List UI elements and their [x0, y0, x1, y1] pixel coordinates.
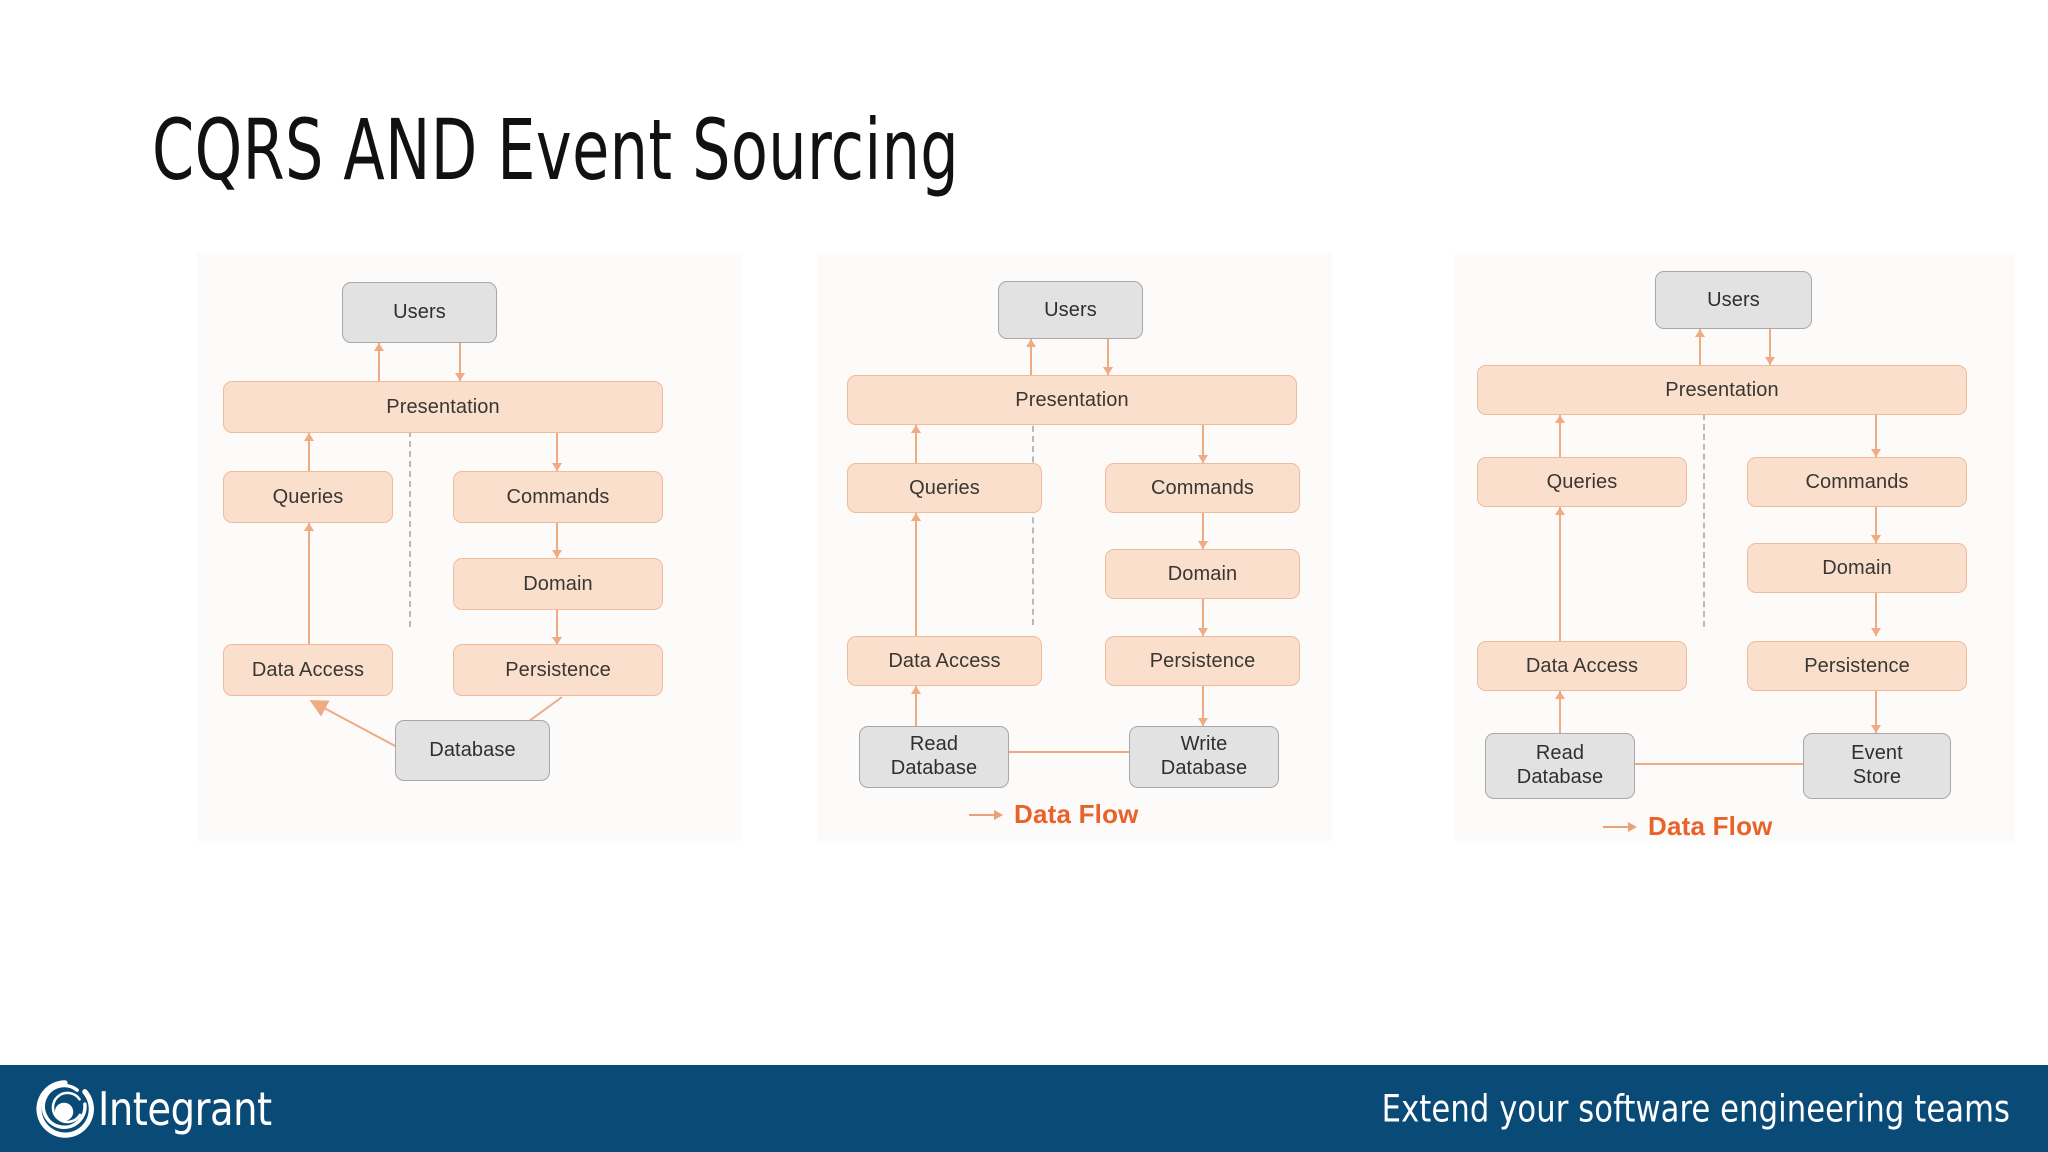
node-commands: Commands: [453, 471, 663, 523]
legend-data-flow: Data Flow: [969, 799, 1139, 830]
arrowhead-up-users: [1695, 329, 1705, 337]
arrowhead-up-users: [1026, 339, 1036, 347]
node-queries: Queries: [847, 463, 1042, 513]
node-domain: Domain: [453, 558, 663, 610]
brand-name: Integrant: [98, 1081, 272, 1136]
node-presentation: Presentation: [223, 381, 663, 433]
connector-domain-to-persistence: [1875, 593, 1877, 636]
connector-presentation-to-commands: [556, 433, 558, 471]
connector-commands-to-domain: [1875, 507, 1877, 543]
arrowhead-down-write-database: [1198, 718, 1208, 726]
arrowhead-down-commands: [1198, 455, 1208, 463]
connector-data-access-to-queries: [308, 523, 310, 651]
node-queries: Queries: [223, 471, 393, 523]
connector-presentation-to-users: [1699, 329, 1701, 365]
node-users: Users: [1655, 271, 1812, 329]
node-data-access: Data Access: [223, 644, 393, 696]
node-commands: Commands: [1747, 457, 1967, 507]
diagram-cqrs-event-sourcing: Users Presentation Queries Commands D: [1455, 253, 2015, 841]
footer-tagline: Extend your software engineering teams: [1381, 1087, 2010, 1130]
brand-logo: Integrant: [34, 1078, 285, 1140]
node-write-database: Write Database: [1129, 726, 1279, 788]
cqrs-divider: [409, 381, 411, 627]
connector-presentation-to-commands: [1875, 415, 1877, 457]
node-queries: Queries: [1477, 457, 1687, 507]
arrowhead-down-persistence: [1198, 628, 1208, 636]
arrowhead-up-presentation-left: [304, 433, 314, 441]
connector-domain-to-persistence: [1202, 599, 1204, 636]
diagram-layered-architecture: Users Presentation Queries Commands: [197, 253, 742, 841]
node-persistence: Persistence: [453, 644, 663, 696]
arrowhead-down-commands: [1871, 449, 1881, 457]
node-read-database: Read Database: [1485, 733, 1635, 799]
arrowhead-down-event-store: [1871, 725, 1881, 733]
arrowhead-up-data-access: [1555, 691, 1565, 699]
arrowhead-down-persistence: [552, 637, 562, 645]
legend-label: Data Flow: [1014, 799, 1139, 829]
connector-domain-to-persistence: [556, 610, 558, 645]
arrowhead-up-queries: [1555, 507, 1565, 515]
node-event-store: Event Store: [1803, 733, 1951, 799]
node-users: Users: [342, 282, 497, 343]
arrowhead-up-presentation-left: [1555, 415, 1565, 423]
connector-event-store-to-read-database: [1623, 763, 1813, 765]
connector-persistence-to-event-store: [1875, 691, 1877, 733]
connector-commands-to-domain: [1202, 513, 1204, 549]
connector-data-access-to-queries: [915, 513, 917, 640]
data-flow-arrow-icon: [969, 809, 1003, 821]
arrowhead-down-persistence: [1871, 628, 1881, 636]
footer-bar: Integrant Extend your software engineeri…: [0, 1065, 2048, 1152]
connector-queries-to-presentation: [1559, 415, 1561, 457]
arrowhead-down-domain: [552, 550, 562, 558]
connector-data-access-to-queries: [1559, 507, 1561, 641]
connector-read-database-to-data-access: [915, 686, 917, 726]
node-presentation: Presentation: [847, 375, 1297, 425]
node-users: Users: [998, 281, 1143, 339]
node-commands: Commands: [1105, 463, 1300, 513]
connector-queries-to-presentation: [915, 425, 917, 463]
connector-users-to-presentation: [1769, 329, 1771, 365]
connector-persistence-to-write-database: [1202, 686, 1204, 726]
diagram-cqrs: Users Presentation Queries Commands D: [817, 253, 1332, 841]
arrowhead-up-queries: [304, 523, 314, 531]
connector-presentation-to-users: [1030, 339, 1032, 375]
node-persistence: Persistence: [1105, 636, 1300, 686]
arrowhead-down-commands: [552, 463, 562, 471]
connector-write-to-read-database: [965, 751, 1199, 753]
node-data-access: Data Access: [1477, 641, 1687, 691]
node-presentation: Presentation: [1477, 365, 1967, 415]
arrowhead-up-queries: [911, 513, 921, 521]
connector-presentation-to-commands: [1202, 425, 1204, 463]
legend-data-flow: Data Flow: [1603, 811, 1773, 842]
arrowhead-down-presentation: [455, 373, 465, 381]
arrowhead-down-domain: [1871, 535, 1881, 543]
arrowhead-up-users: [374, 343, 384, 351]
connector-queries-to-presentation: [308, 433, 310, 471]
connector-read-database-to-data-access: [1559, 691, 1561, 733]
connector-presentation-to-users: [378, 343, 380, 381]
arrowhead-up-presentation-left: [911, 425, 921, 433]
node-domain: Domain: [1747, 543, 1967, 593]
arrowhead-down-presentation: [1765, 357, 1775, 365]
spiral-circle-logo-icon: [36, 1079, 94, 1138]
node-domain: Domain: [1105, 549, 1300, 599]
connector-users-to-presentation: [1107, 339, 1109, 375]
node-persistence: Persistence: [1747, 641, 1967, 691]
connector-users-to-presentation: [459, 343, 461, 381]
arrowhead-up-data-access: [911, 686, 921, 694]
node-database: Database: [395, 720, 550, 781]
data-flow-arrow-icon: [1603, 821, 1637, 833]
arrowhead-down-domain: [1198, 541, 1208, 549]
legend-label: Data Flow: [1648, 811, 1773, 841]
connector-commands-to-domain: [556, 523, 558, 558]
page-title: CQRS AND Event Sourcing: [152, 101, 960, 199]
node-read-database: Read Database: [859, 726, 1009, 788]
arrowhead-down-presentation: [1103, 367, 1113, 375]
node-data-access: Data Access: [847, 636, 1042, 686]
cqrs-divider: [1703, 365, 1705, 627]
